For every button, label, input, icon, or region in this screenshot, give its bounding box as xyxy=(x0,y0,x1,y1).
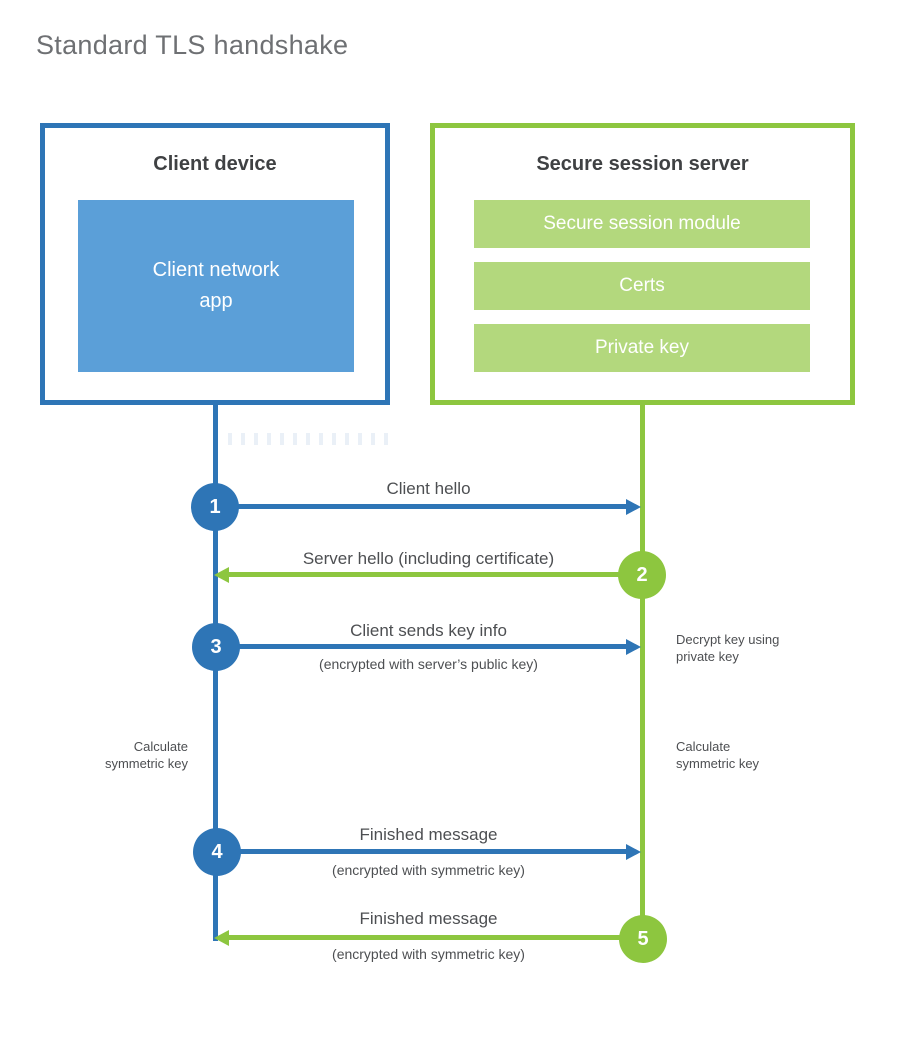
arrow-client-key-info xyxy=(217,644,627,649)
server-header: Secure session server xyxy=(536,153,749,175)
step-circle-5: 5 xyxy=(619,915,667,963)
note-decrypt-key: Decrypt key using private key xyxy=(676,632,816,666)
note-calc-left-line2: symmetric key xyxy=(104,755,188,771)
client-lifeline xyxy=(213,404,218,941)
message-finished-server-sub: (encrypted with symmetric key) xyxy=(332,946,525,962)
server-module-secure-session-module: Secure session module xyxy=(474,200,810,248)
arrow-finished-client xyxy=(217,849,627,854)
server-lifeline xyxy=(640,404,645,940)
message-client-hello: Client hello xyxy=(386,479,471,498)
arrow-client-hello xyxy=(215,504,627,509)
note-decrypt-line2: private key xyxy=(676,648,739,664)
arrowhead-right-icon xyxy=(626,499,641,515)
diagram-title: Standard TLS handshake xyxy=(36,30,349,60)
client-device-header: Client device xyxy=(153,153,277,175)
step-circle-2: 2 xyxy=(618,551,666,599)
server-module-certs: Certs xyxy=(474,262,810,310)
faint-dashed-line xyxy=(228,433,390,445)
note-decrypt-line1: Decrypt key using xyxy=(676,632,780,647)
note-calc-right-line1: Calculate xyxy=(676,739,731,754)
client-device-box: Client device Client network app xyxy=(40,123,390,405)
step-circle-3: 3 xyxy=(192,623,240,671)
note-calc-left-line1: Calculate xyxy=(133,739,188,754)
step-circle-4: 4 xyxy=(193,828,241,876)
note-calc-right-line2: symmetric key xyxy=(676,755,760,771)
arrow-finished-server xyxy=(229,935,643,940)
step-circle-1: 1 xyxy=(191,483,239,531)
note-calculate-symmetric-key-client: Calculate symmetric key xyxy=(56,739,188,773)
arrowhead-right-icon xyxy=(626,844,641,860)
note-calculate-symmetric-key-server: Calculate symmetric key xyxy=(676,739,808,773)
message-server-hello: Server hello (including certificate) xyxy=(302,549,555,568)
secure-session-server-box: Secure session server Secure session mod… xyxy=(430,123,855,405)
message-finished-client-sub: (encrypted with symmetric key) xyxy=(332,862,525,878)
client-network-app-box: Client network app xyxy=(78,200,354,372)
client-app-label-line1: Client network xyxy=(152,259,280,281)
server-module-private-key: Private key xyxy=(474,324,810,372)
client-app-label-line2: app xyxy=(199,290,233,312)
message-client-key-info-sub: (encrypted with server’s public key) xyxy=(319,656,538,672)
arrow-server-hello xyxy=(229,572,642,577)
arrowhead-left-icon xyxy=(214,930,229,946)
arrowhead-left-icon xyxy=(214,567,229,583)
message-finished-server: Finished message xyxy=(359,909,498,928)
arrowhead-right-icon xyxy=(626,639,641,655)
message-client-key-info: Client sends key info xyxy=(350,621,507,640)
message-finished-client: Finished message xyxy=(359,825,498,844)
